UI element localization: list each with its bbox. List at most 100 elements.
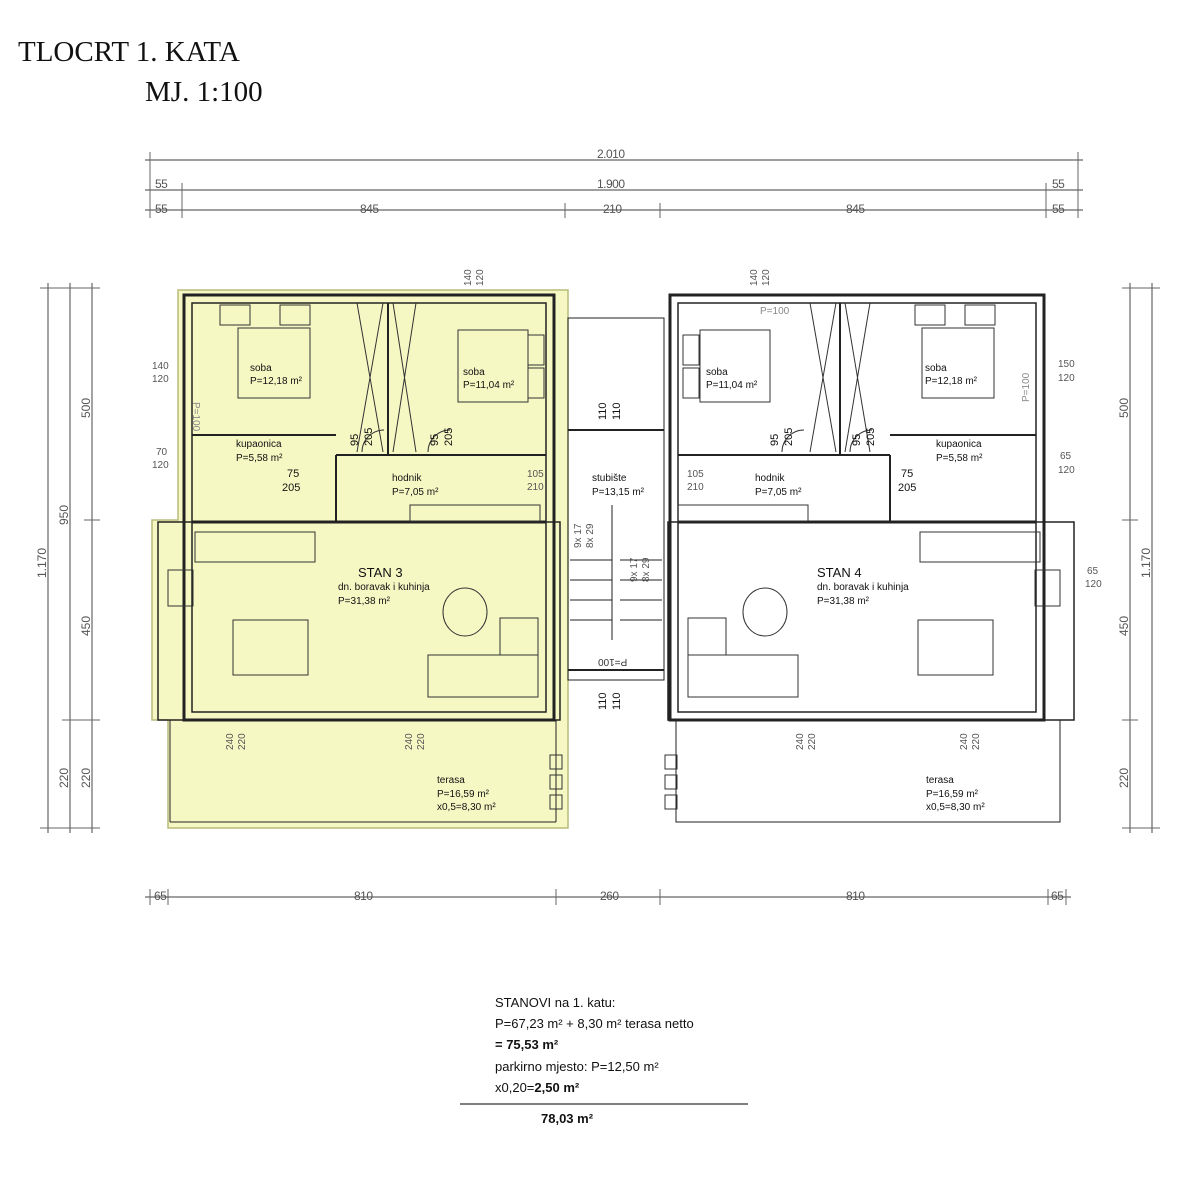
dim-side-front: 950 xyxy=(57,504,71,525)
stan3-bath-label: kupaonica xyxy=(236,439,282,450)
window-height: 110 xyxy=(611,402,623,420)
summary-parking-share: x0,20=2,50 m² xyxy=(495,1081,579,1094)
dim-side-back: 500 xyxy=(1117,397,1131,418)
window-width: 110 xyxy=(597,692,609,710)
dim-bottom-edge: 65 xyxy=(154,889,167,903)
window-height: 120 xyxy=(1058,373,1075,384)
door-width: 95 xyxy=(429,433,441,446)
stan4-terrace-label: terasa xyxy=(926,775,954,786)
stairs-steps: 8x 29 xyxy=(641,557,652,582)
sill-height: P=100 xyxy=(1021,372,1032,402)
dim-side-total: 1.170 xyxy=(1139,547,1153,578)
dim-side-total: 1.170 xyxy=(35,547,49,578)
stan3-bedroom1-area: P=12,18 m² xyxy=(250,376,302,387)
window-width: 70 xyxy=(156,447,168,458)
plan-title: TLOCRT 1. KATA xyxy=(18,36,240,68)
summary-subtotal: = 75,53 m² xyxy=(495,1037,559,1052)
door-height: 210 xyxy=(527,482,544,493)
door-width: 105 xyxy=(687,469,704,480)
parking-share-value: 2,50 m² xyxy=(534,1080,580,1095)
door-width: 95 xyxy=(769,433,781,446)
door-height: 205 xyxy=(363,427,375,446)
window-width: 240 xyxy=(404,733,415,750)
window-width: 140 xyxy=(463,269,474,286)
window-height: 120 xyxy=(1085,579,1102,590)
dim-left: 845 xyxy=(360,202,379,216)
stan3-bath-area: P=5,58 m² xyxy=(236,453,283,464)
door-height: 205 xyxy=(282,482,301,494)
sill-height: P=100 xyxy=(190,402,201,432)
stan4-bedroom1-area: P=11,04 m² xyxy=(706,380,758,391)
dimension-lines xyxy=(40,152,1160,905)
window-width: 240 xyxy=(795,733,806,750)
window-height: 120 xyxy=(152,374,169,385)
window-height: 120 xyxy=(1058,465,1075,476)
window-height: 120 xyxy=(761,269,772,286)
door-width: 95 xyxy=(349,433,361,446)
window-width: 140 xyxy=(749,269,760,286)
stairs-steps: 9x 17 xyxy=(573,523,584,548)
stan4-terrace-net: x0,5=8,30 m² xyxy=(926,802,985,813)
stan4-hall-area: P=7,05 m² xyxy=(755,487,802,498)
door-height: 205 xyxy=(898,482,917,494)
dim-edge: 55 xyxy=(155,177,168,191)
window-width: 150 xyxy=(1058,359,1075,370)
stan3-highlight xyxy=(151,289,569,829)
dim-right: 845 xyxy=(846,202,865,216)
window-height: 220 xyxy=(416,733,427,750)
window-height: 220 xyxy=(237,733,248,750)
stan4-living-label: dn. boravak i kuhinja xyxy=(817,582,909,593)
dim-inner-width: 1.900 xyxy=(597,177,625,191)
window-height: 220 xyxy=(971,733,982,750)
stairs-steps: 9x 17 xyxy=(629,557,640,582)
window-width: 110 xyxy=(597,402,609,420)
door-height: 210 xyxy=(687,482,704,493)
stan3-name: STAN 3 xyxy=(358,565,403,580)
stan4-living-area: P=31,38 m² xyxy=(817,596,869,607)
stan3-bedroom2-label: soba xyxy=(463,367,485,378)
dim-side-back: 500 xyxy=(79,397,93,418)
stairwell-area: P=13,15 m² xyxy=(592,487,644,498)
furniture xyxy=(167,302,1061,810)
stan4-name: STAN 4 xyxy=(817,565,862,580)
dim-edge: 55 xyxy=(155,202,168,216)
stan4-bath-area: P=5,58 m² xyxy=(936,453,983,464)
stan3-living-area: P=31,38 m² xyxy=(338,596,390,607)
walls xyxy=(157,293,1075,823)
stan4-terrace-area: P=16,59 m² xyxy=(926,789,978,800)
stan4-bedroom1-label: soba xyxy=(706,367,728,378)
stan3-bedroom2-area: P=11,04 m² xyxy=(463,380,515,391)
stan3-hall-area: P=7,05 m² xyxy=(392,487,439,498)
dim-edge: 55 xyxy=(1052,177,1065,191)
dim-side-living: 450 xyxy=(1117,615,1131,636)
stairs xyxy=(570,505,662,640)
dim-bottom-right: 810 xyxy=(846,889,865,903)
window-height: 120 xyxy=(152,460,169,471)
door-width: 75 xyxy=(901,468,914,480)
dim-middle: 210 xyxy=(603,202,622,216)
summary-area: P=67,23 m² + 8,30 m² terasa netto xyxy=(495,1016,694,1031)
door-height: 205 xyxy=(783,427,795,446)
window-height: 120 xyxy=(475,269,486,286)
dim-bottom-edge: 65 xyxy=(1051,889,1064,903)
stan3-terrace-net: x0,5=8,30 m² xyxy=(437,802,496,813)
stairs-steps: 8x 29 xyxy=(585,523,596,548)
summary-total: 78,03 m² xyxy=(541,1111,594,1126)
dim-bottom-left: 810 xyxy=(354,889,373,903)
summary-parking: parkirno mjesto: P=12,50 m² xyxy=(495,1059,659,1074)
window-height: 220 xyxy=(807,733,818,750)
stan3-terrace-label: terasa xyxy=(437,775,465,786)
window-width: 65 xyxy=(1087,566,1099,577)
sill-height: P=100 xyxy=(598,656,628,667)
window-width: 65 xyxy=(1060,451,1072,462)
stan3-living-label: dn. boravak i kuhinja xyxy=(338,582,430,593)
door-width: 95 xyxy=(851,433,863,446)
stairwell-label: stubište xyxy=(592,473,627,484)
window-height: 110 xyxy=(611,692,623,710)
summary-heading: STANOVI na 1. katu: xyxy=(495,995,616,1010)
door-height: 205 xyxy=(443,427,455,446)
door-width: 75 xyxy=(287,468,300,480)
stan4-bath-label: kupaonica xyxy=(936,439,982,450)
dim-side-living: 450 xyxy=(79,615,93,636)
